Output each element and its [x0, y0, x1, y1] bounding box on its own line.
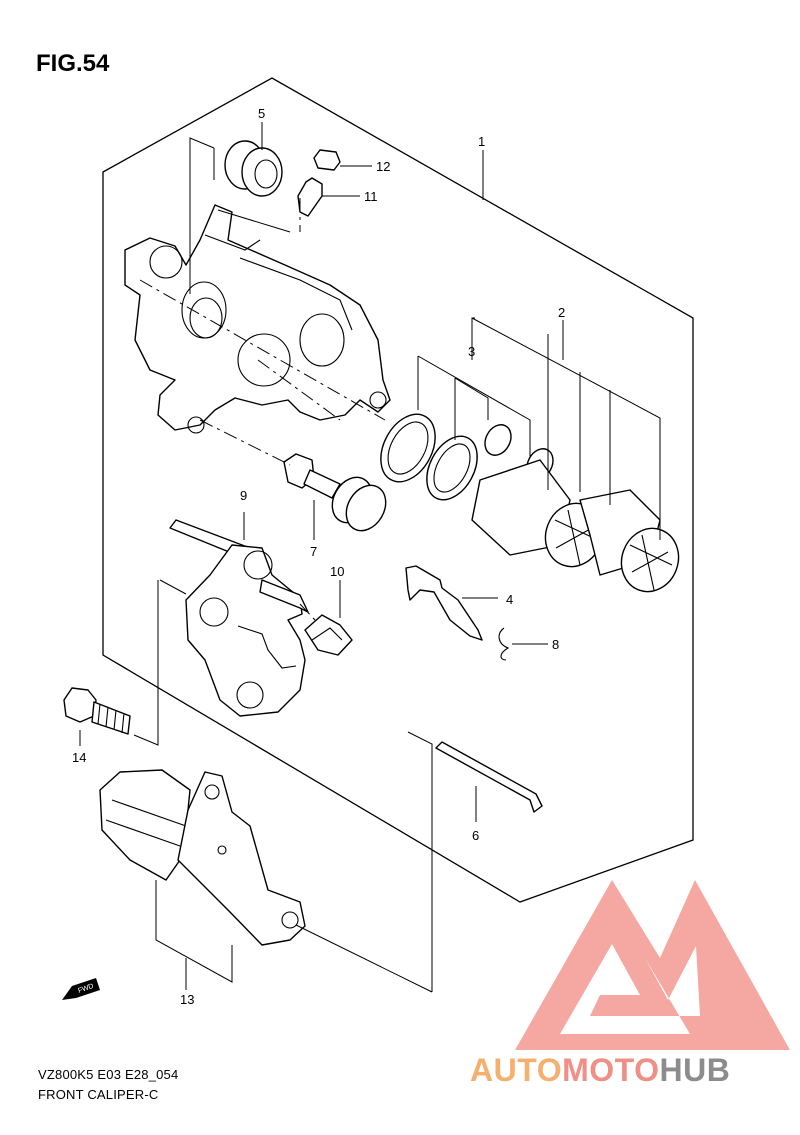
callout-10: 10 — [330, 564, 344, 579]
part-12-bleeder-cap — [313, 149, 341, 171]
watermark-logo — [515, 880, 790, 1050]
model-code: VZ800K5 E03 E28_054 — [38, 1067, 179, 1082]
leader-lines — [79, 122, 661, 993]
watermark-word-auto: AUTO — [470, 1052, 563, 1088]
callout-3: 3 — [468, 344, 475, 359]
callout-13: 13 — [180, 992, 194, 1007]
caliper-body — [124, 204, 391, 434]
watermark-word-moto: MOTO — [562, 1052, 660, 1088]
callout-6: 6 — [472, 828, 479, 843]
callout-14: 14 — [72, 750, 86, 765]
fwd-arrow-icon: FWD — [62, 978, 100, 1000]
part-11-bleeder-valve — [297, 177, 323, 217]
figure-title: FIG.54 — [36, 50, 110, 77]
part-6-pad-pin — [435, 741, 543, 813]
part-8-retaining-pin — [498, 627, 510, 661]
callout-2: 2 — [558, 305, 565, 320]
part-14-mounting-bolt — [63, 687, 131, 735]
callout-9: 9 — [240, 488, 247, 503]
callout-1: 1 — [478, 134, 485, 149]
watermark-text: AUTOMOTOHUB — [470, 1052, 730, 1089]
part-4-pad-spring — [405, 565, 483, 641]
part-13-brake-pads — [99, 769, 306, 946]
part-10-spring-clip — [304, 614, 353, 656]
part-5-dust-boot — [224, 140, 283, 197]
callout-labels: 1 2 3 4 5 6 7 8 9 10 11 12 13 14 — [72, 106, 565, 1007]
watermark-word-hub: HUB — [659, 1052, 731, 1088]
assembly-frame — [102, 77, 694, 903]
assembly-axes — [139, 198, 386, 621]
callout-7: 7 — [310, 544, 317, 559]
part-9-caliper-bracket — [169, 519, 309, 717]
part-2-pistons — [471, 459, 680, 593]
callout-8: 8 — [552, 637, 559, 652]
callout-5: 5 — [258, 106, 265, 121]
callout-11: 11 — [364, 189, 378, 204]
callout-12: 12 — [376, 159, 390, 174]
part-7-slide-pin — [283, 453, 387, 532]
part-name: FRONT CALIPER-C — [38, 1087, 159, 1102]
callout-4: 4 — [506, 592, 513, 607]
